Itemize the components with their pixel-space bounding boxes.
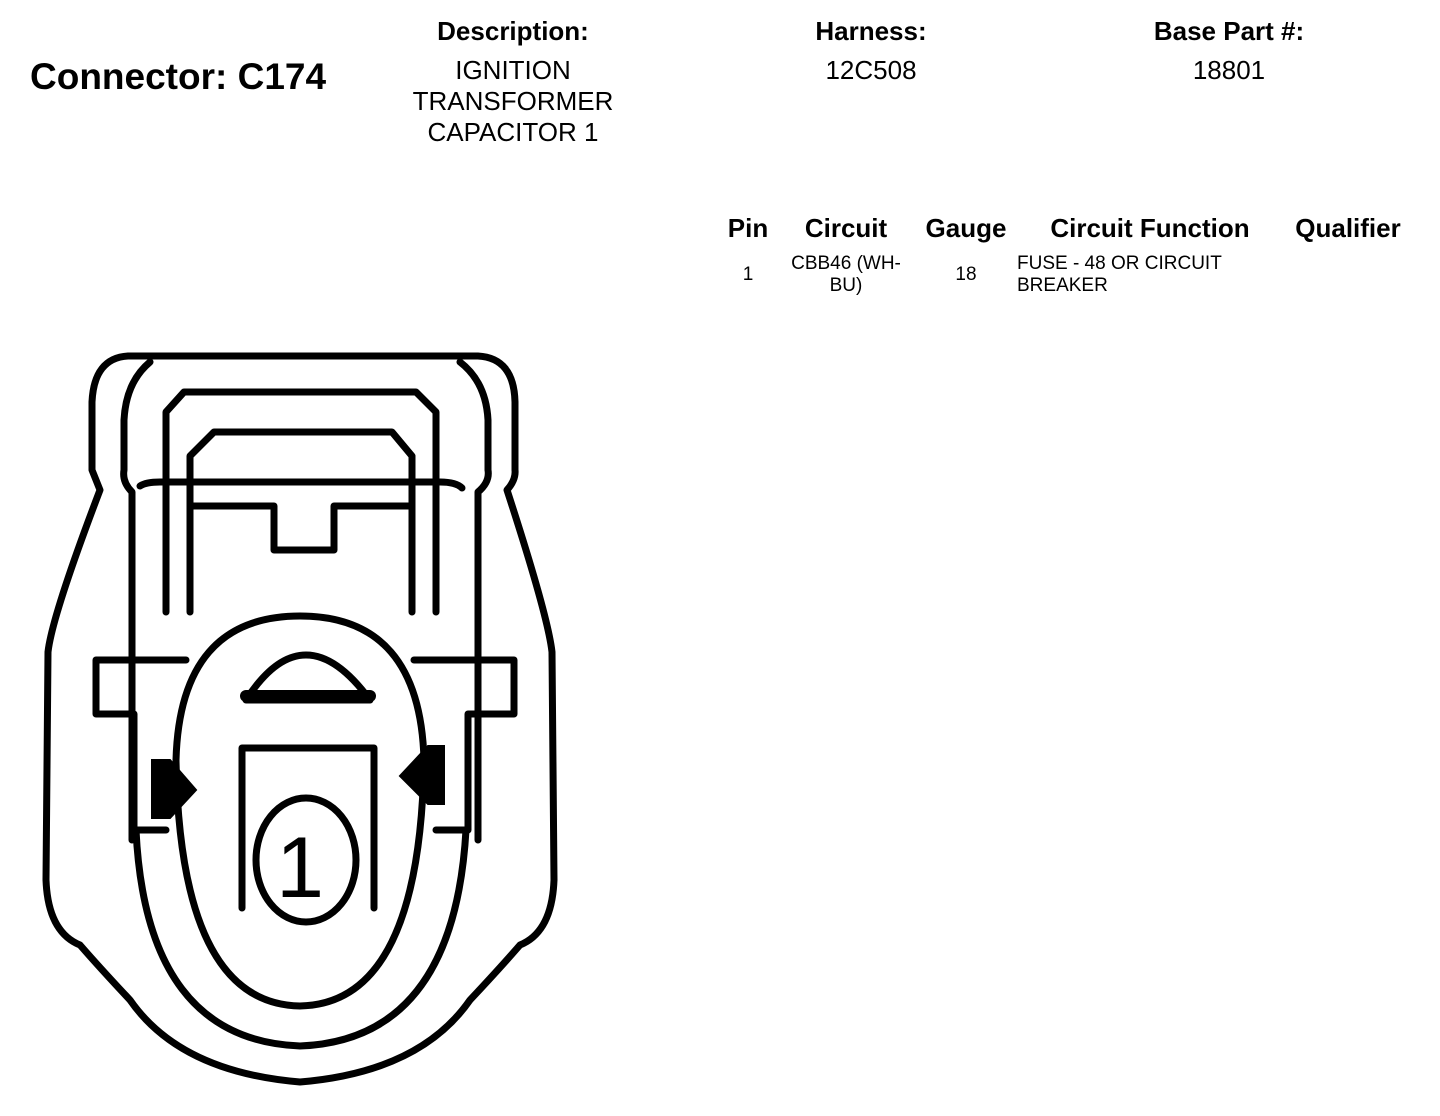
harness-column: Harness: 12C508 bbox=[771, 16, 971, 86]
cell-pin: 1 bbox=[742, 264, 754, 285]
latch-outline bbox=[162, 388, 440, 616]
column-header-circuit: Circuit bbox=[804, 213, 888, 243]
shell-outline bbox=[456, 358, 492, 844]
shell-outline bbox=[120, 358, 154, 844]
base-part-label: Base Part #: bbox=[1153, 16, 1305, 46]
housing-outline bbox=[42, 352, 558, 1086]
left-lock-tab bbox=[151, 759, 198, 819]
shell-outline bbox=[136, 478, 466, 492]
base-part-value: 18801 bbox=[1192, 55, 1266, 85]
column-header-gauge: Gauge bbox=[925, 213, 1007, 243]
base-part-column: Base Part #: 18801 bbox=[1109, 16, 1349, 86]
cell-circuit-function: FUSE - 48 OR CIRCUIT BREAKER bbox=[1017, 253, 1277, 297]
cell-function-line: FUSE - 48 OR CIRCUIT bbox=[1017, 253, 1222, 274]
cell-circuit-line: BU) bbox=[829, 275, 863, 296]
connector-title: Connector: C174 bbox=[30, 56, 327, 97]
harness-label: Harness: bbox=[815, 16, 927, 46]
connector-face-diagram: 1 bbox=[42, 352, 558, 1086]
description-label: Description: bbox=[437, 16, 589, 46]
pin-circle bbox=[252, 794, 360, 926]
column-header-pin: Pin bbox=[727, 213, 769, 243]
right-lock-tab bbox=[398, 745, 445, 805]
description-line: IGNITION bbox=[455, 55, 571, 85]
lower-band bbox=[132, 826, 470, 1050]
terminal-box bbox=[238, 744, 378, 912]
cell-circuit-line: CBB46 (WH- bbox=[791, 253, 901, 274]
description-value: IGNITION TRANSFORMER CAPACITOR 1 bbox=[392, 55, 634, 148]
latch-notch bbox=[186, 502, 416, 554]
description-column: Description: IGNITION TRANSFORMER CAPACI… bbox=[392, 16, 634, 148]
description-line: TRANSFORMER bbox=[412, 86, 614, 116]
description-line: CAPACITOR 1 bbox=[427, 117, 599, 147]
pin-table: Pin Circuit Gauge Circuit Function Quali… bbox=[0, 0, 1440, 320]
cell-circuit: CBB46 (WH- BU) bbox=[780, 253, 912, 297]
column-header-qualifier: Qualifier bbox=[1295, 213, 1401, 243]
cell-gauge: 18 bbox=[955, 264, 977, 285]
latch-inner-outline bbox=[186, 428, 416, 616]
column-header-circuit-function: Circuit Function bbox=[1050, 213, 1250, 243]
cavity-outline bbox=[172, 612, 428, 1010]
cell-function-line: BREAKER bbox=[1017, 275, 1108, 296]
harness-value: 12C508 bbox=[825, 55, 917, 85]
pin-number-label: 1 bbox=[276, 820, 324, 916]
